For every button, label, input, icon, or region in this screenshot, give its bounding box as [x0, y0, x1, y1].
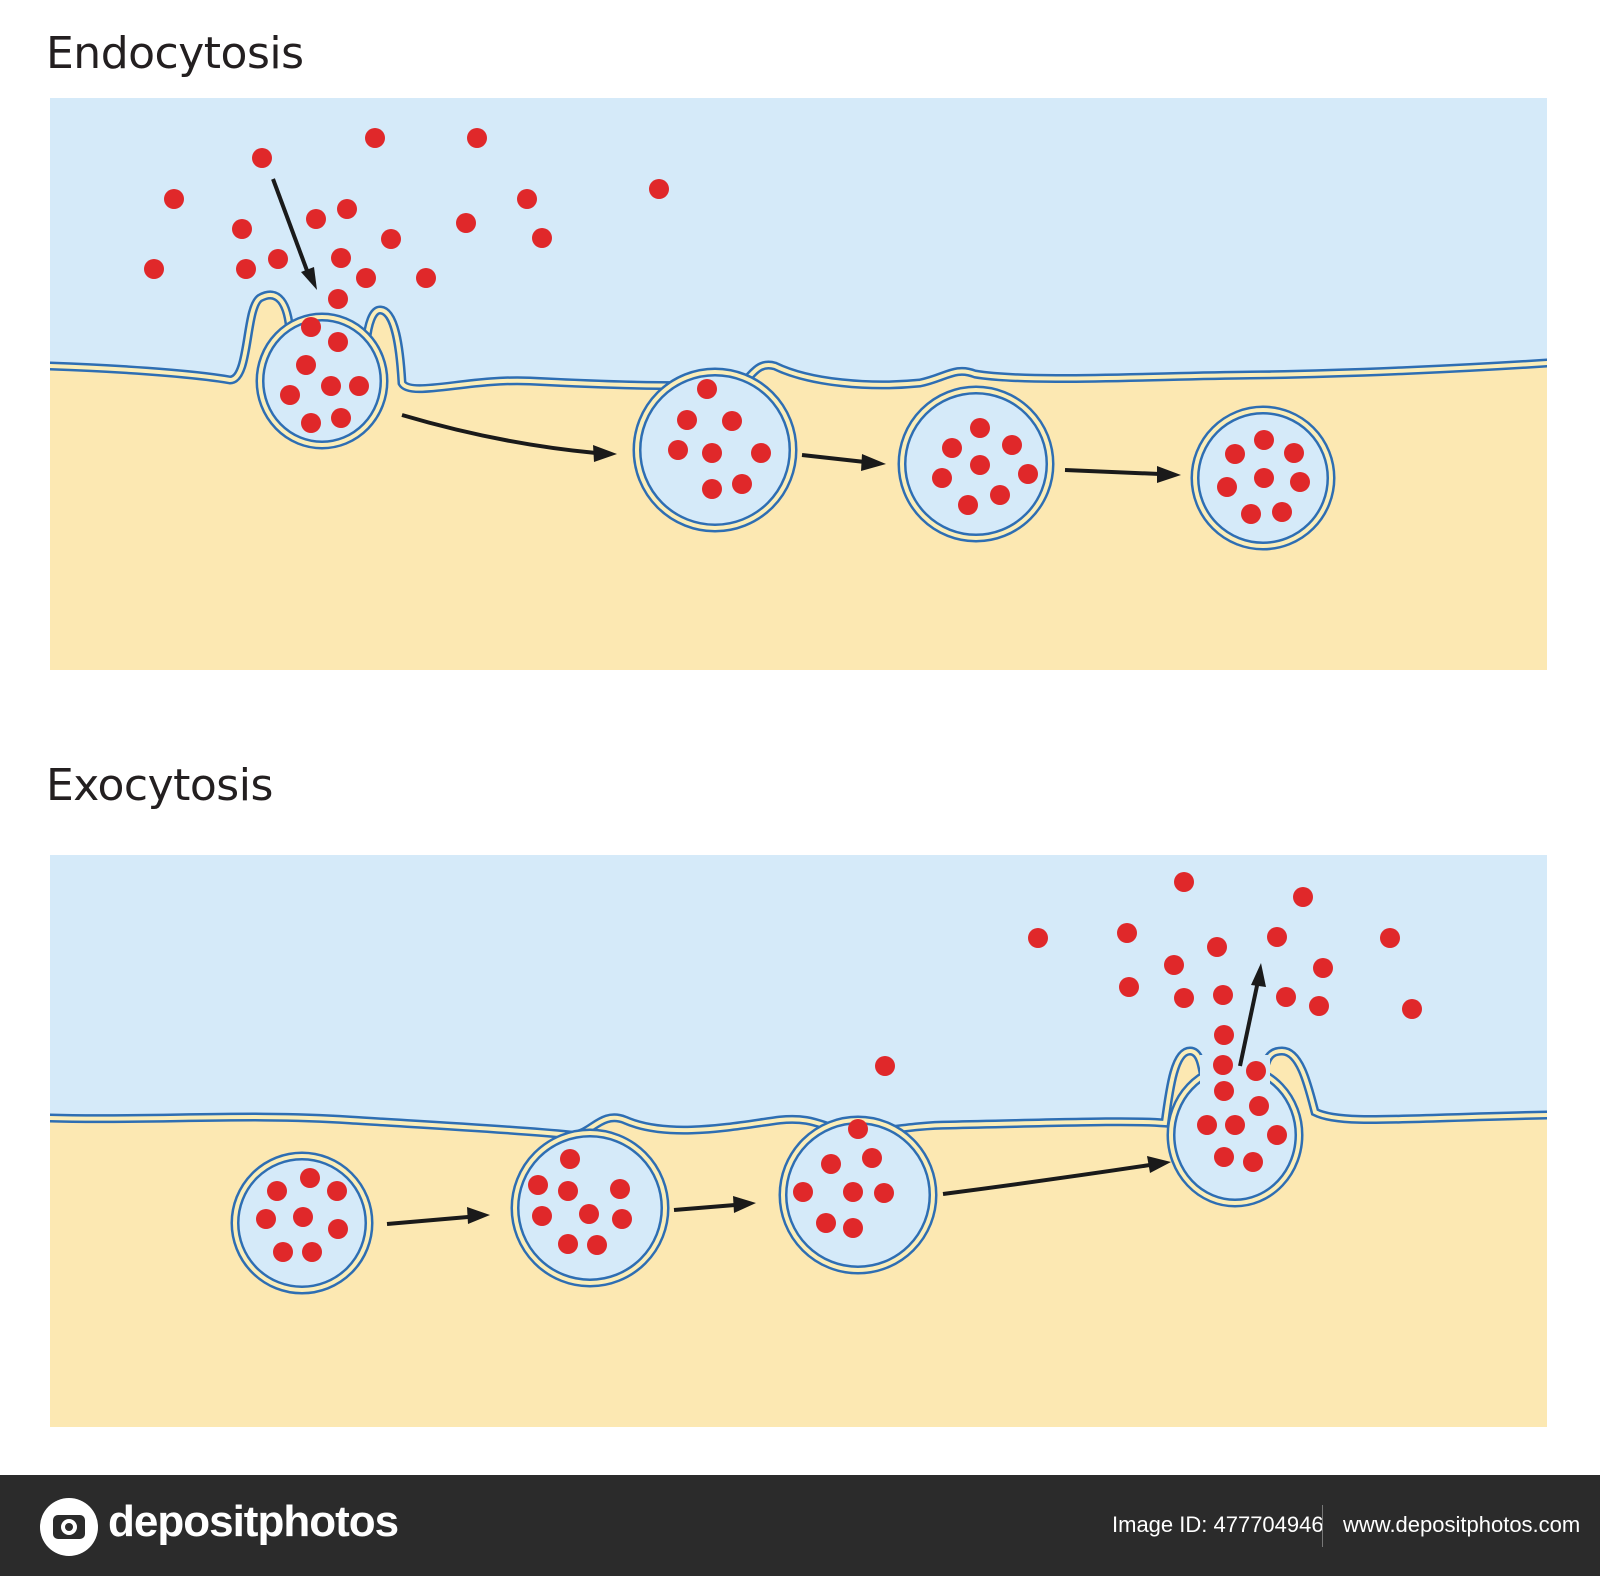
particles — [144, 128, 1310, 524]
arrows — [386, 963, 1266, 1226]
site-url: www.depositphotos.com — [1343, 1512, 1581, 1537]
brand-name: depositphotos — [108, 1497, 399, 1546]
invaginating-pit — [255, 312, 389, 450]
image-id: Image ID: 477704946 — [1112, 1512, 1324, 1537]
particles — [256, 872, 1422, 1262]
arrows — [271, 178, 1181, 483]
camera-logo-icon — [40, 1498, 98, 1556]
footer-bar: depositphotos Image ID: 477704946 www.de… — [0, 1475, 1600, 1576]
endocytosis-title: Endocytosis — [46, 28, 304, 79]
footer-divider — [1322, 1505, 1323, 1547]
exocytosis-title: Exocytosis — [46, 760, 273, 811]
exocytosis-panel — [50, 855, 1547, 1427]
endocytosis-panel — [50, 98, 1547, 670]
